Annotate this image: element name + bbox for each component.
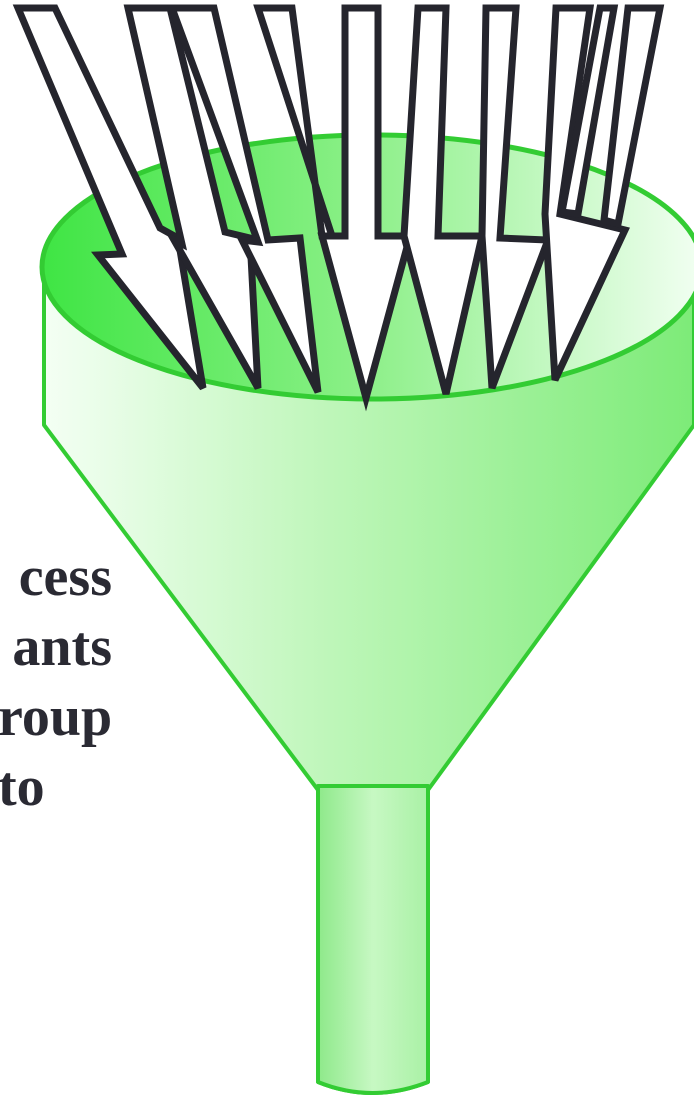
text-line-2: ants xyxy=(0,612,112,682)
partial-text-block: cess ants roup to xyxy=(0,542,112,822)
text-line-3: roup xyxy=(0,682,112,752)
text-line-4: to xyxy=(0,752,112,822)
text-line-1: cess xyxy=(0,542,112,612)
funnel-spout xyxy=(318,786,428,1093)
